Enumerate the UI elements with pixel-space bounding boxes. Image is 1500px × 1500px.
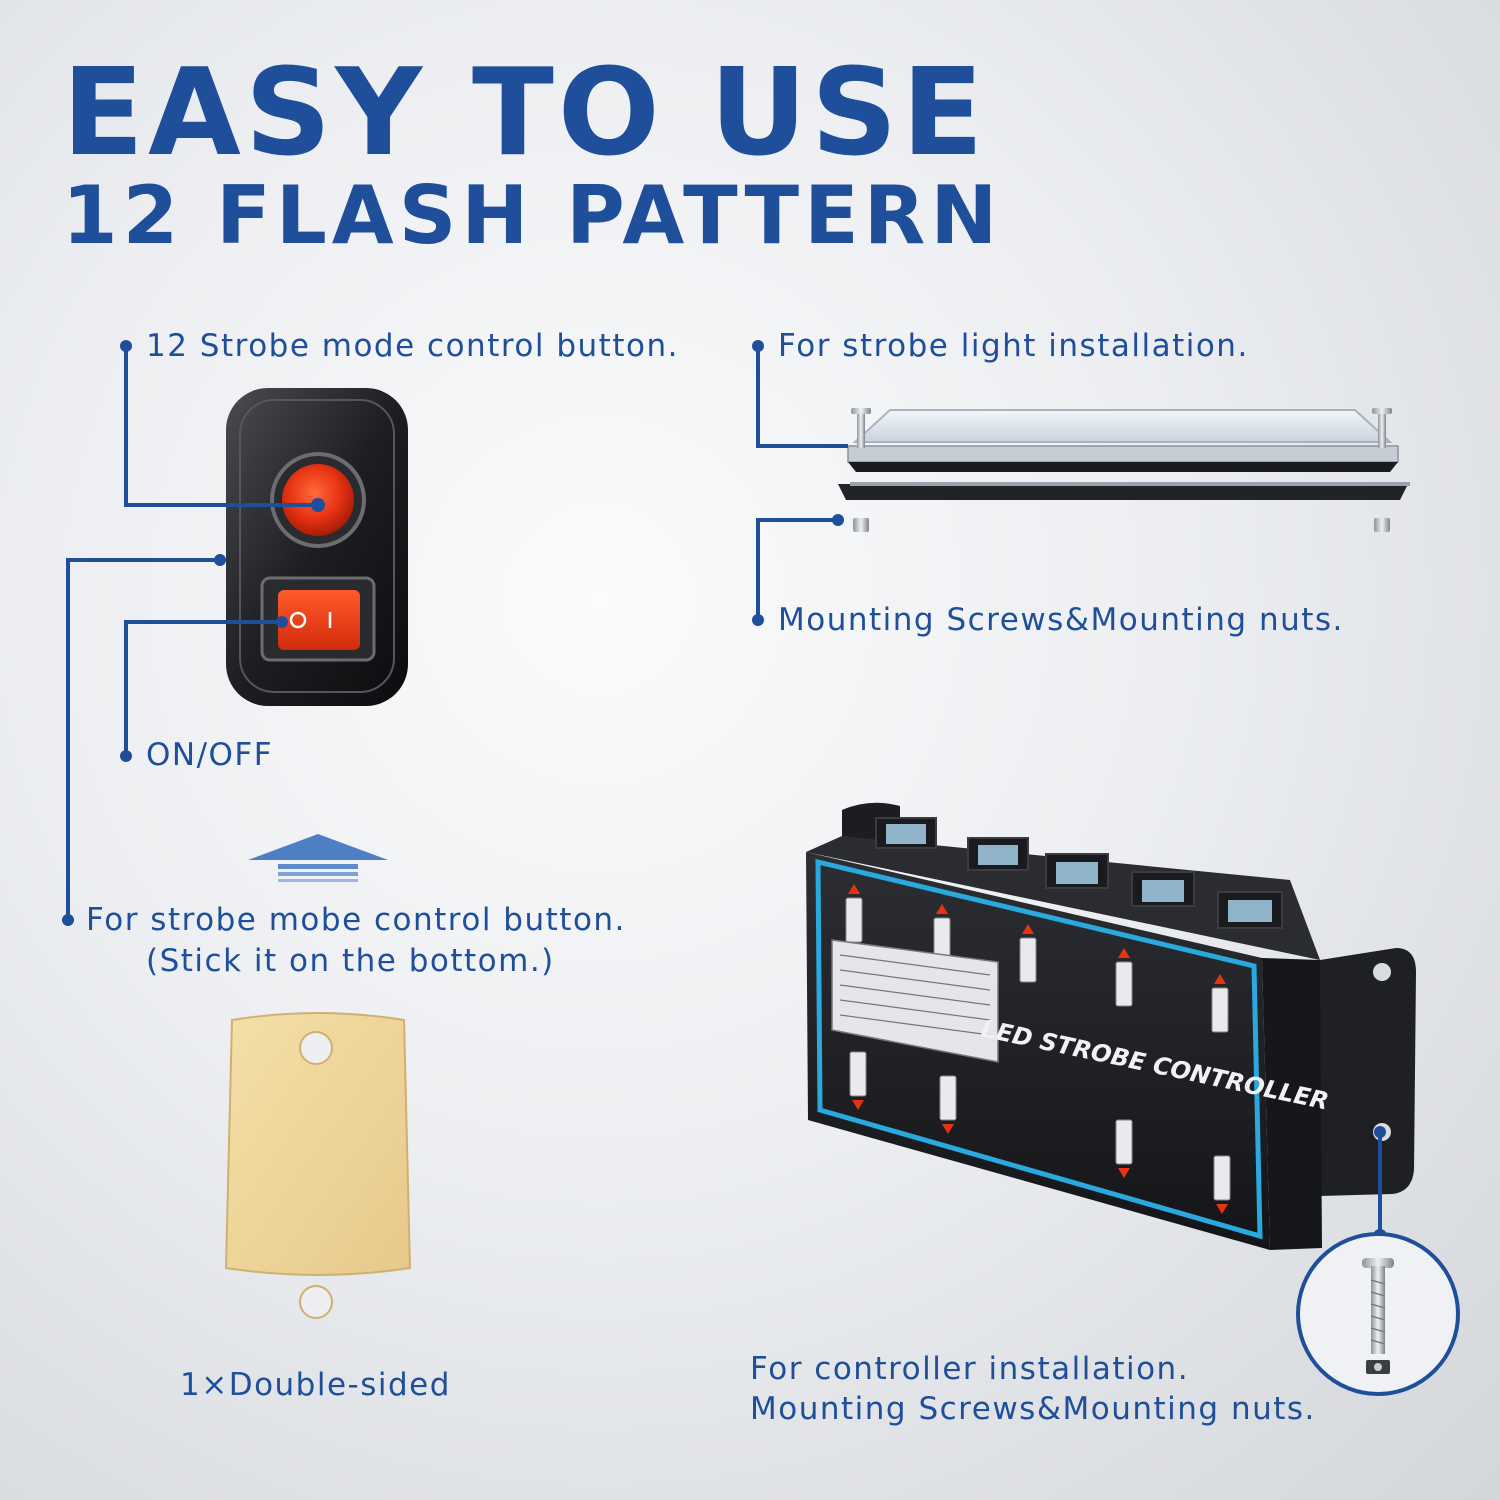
controller-box: LED STROBE CONTROLLER xyxy=(806,802,1416,1250)
strobe-light-bar xyxy=(838,409,1410,500)
callout-dots-left xyxy=(62,340,325,926)
connector-sockets xyxy=(875,817,1283,929)
screw-icon xyxy=(1362,1258,1394,1374)
callout-on-off: ON/OFF xyxy=(146,737,274,773)
arrow-up-icon xyxy=(248,834,388,882)
controller-screw-callout xyxy=(1296,1126,1460,1396)
on-off-rocker[interactable] xyxy=(260,576,376,662)
adhesive-pad xyxy=(224,1012,412,1319)
callout-lines-right-top xyxy=(756,346,848,620)
rocker-switch xyxy=(226,388,408,706)
callout-controller-screws: Mounting Screws&Mounting nuts. xyxy=(750,1391,1316,1427)
output-arrows xyxy=(848,884,1228,1214)
callout-strobe-mode-button: 12 Strobe mode control button. xyxy=(146,328,679,364)
callout-controller-install: For controller installation. xyxy=(750,1351,1190,1387)
output-labels xyxy=(845,897,1231,1201)
callout-lines-left xyxy=(66,346,318,920)
callout-stick-note: For strobe mobe control button. xyxy=(86,902,626,938)
headline-flash-pattern: 12 FLASH PATTERN xyxy=(62,169,1003,262)
callout-stick-note-sub: (Stick it on the bottom.) xyxy=(146,943,555,979)
caption-double-sided: 1×Double-sided xyxy=(180,1367,451,1403)
callout-dots-right-top xyxy=(752,340,844,626)
callout-mounting-screws: Mounting Screws&Mounting nuts. xyxy=(778,602,1344,638)
headline-easy-to-use: EASY TO USE xyxy=(62,44,988,183)
screw-icon xyxy=(851,408,1392,532)
callout-strobe-light-install: For strobe light installation. xyxy=(778,328,1249,364)
